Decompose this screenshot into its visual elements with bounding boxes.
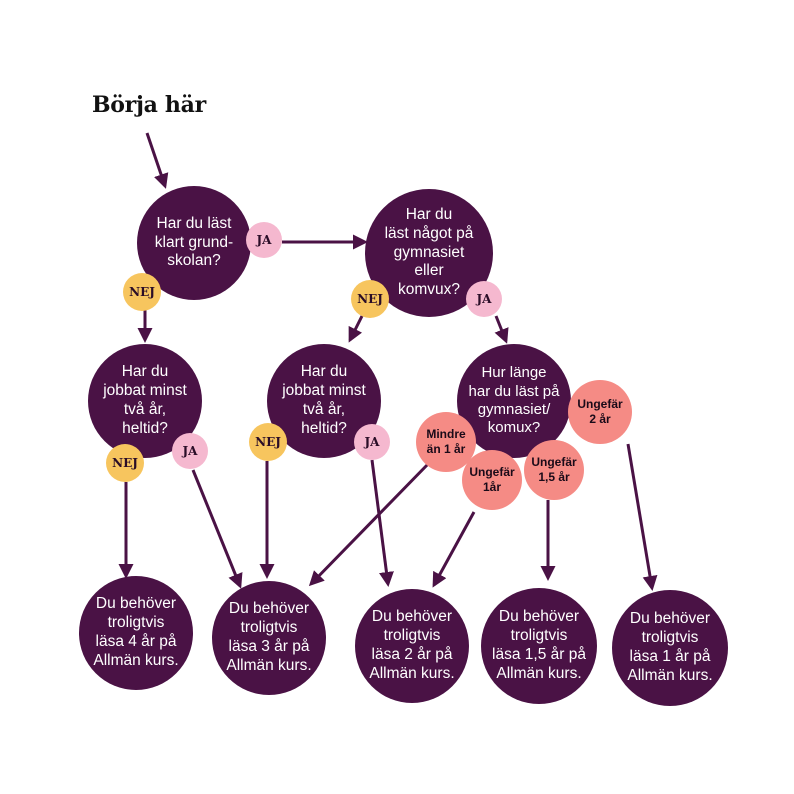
- arrow-q3-to-r2: [191, 469, 243, 589]
- result-2-years: Du behöver troligtvis läsa 2 år på Allmä…: [355, 589, 469, 703]
- answer-ja-q1: JA: [246, 222, 282, 258]
- answer-nej-q2: NEJ: [351, 280, 389, 318]
- arrow-q2-to-q5: [494, 315, 509, 344]
- result-3-years: Du behöver troligtvis läsa 3 år på Allmä…: [212, 581, 326, 695]
- answer-about-1-5-years: Ungefär 1,5 år: [524, 440, 584, 500]
- answer-about-2-years: Ungefär 2 år: [568, 380, 632, 444]
- result-4-years: Du behöver troligtvis läsa 4 år på Allmä…: [79, 576, 193, 690]
- arrow-start-to-q1: [145, 132, 169, 189]
- arrow-q5-to-r2-less1: [308, 460, 432, 587]
- arrow-q5-to-r5-about2: [626, 443, 658, 591]
- answer-ja-q3: JA: [172, 433, 208, 469]
- answer-nej-q1: NEJ: [123, 273, 161, 311]
- answer-nej-q4: NEJ: [249, 423, 287, 461]
- answer-nej-q3: NEJ: [106, 444, 144, 482]
- start-label: Börja här: [92, 92, 206, 118]
- arrow-q4-to-r3: [370, 459, 394, 587]
- answer-less-than-1-year: Mindre än 1 år: [416, 412, 476, 472]
- arrow-q5-to-r3-about1: [432, 511, 476, 588]
- result-1-year: Du behöver troligtvis läsa 1 år på Allmä…: [612, 590, 728, 706]
- result-1-5-years: Du behöver troligtvis läsa 1,5 år på All…: [481, 588, 597, 704]
- question-how-long-studied: Hur länge har du läst på gymnasiet/ komu…: [457, 344, 571, 458]
- answer-about-1-year: Ungefär 1år: [462, 450, 522, 510]
- arrow-q2-to-q4: [348, 315, 364, 343]
- answer-ja-q2: JA: [466, 281, 502, 317]
- answer-ja-q4: JA: [354, 424, 390, 460]
